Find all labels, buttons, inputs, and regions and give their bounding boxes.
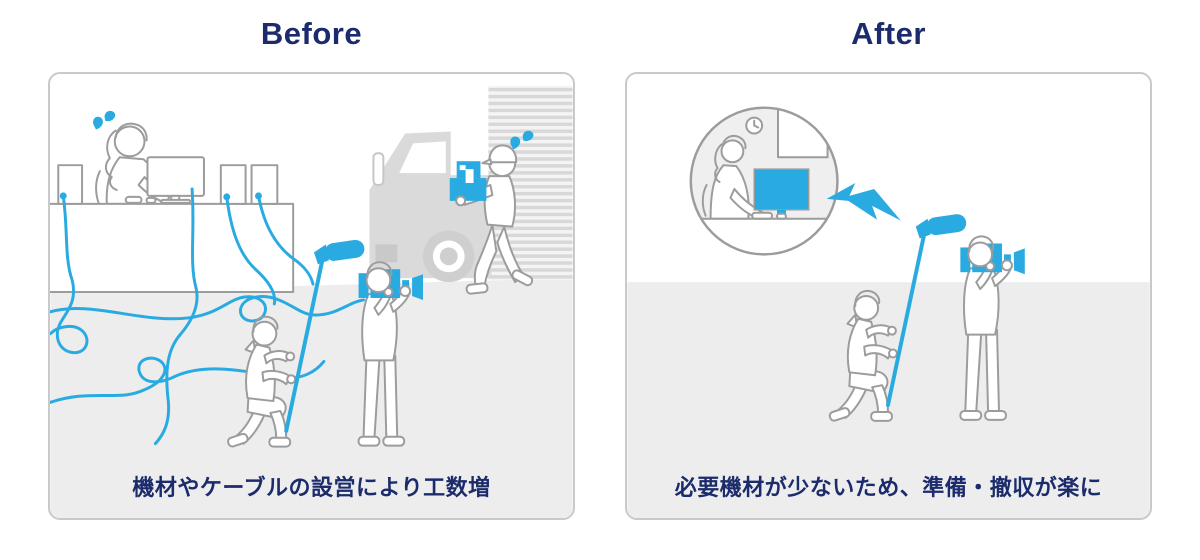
before-caption: 機材やケーブルの設営により工数増: [132, 475, 491, 500]
boom-mic-icon: [284, 239, 365, 433]
boom-operator: [227, 315, 297, 448]
remote-monitoring-circle: [689, 106, 839, 256]
speaker-box: [219, 164, 247, 205]
before-title: Before: [260, 16, 363, 51]
keyboard-icon: [124, 195, 143, 204]
truck-icon: [369, 131, 492, 283]
before-panel: 機材やケーブルの設営により工数増: [48, 72, 575, 520]
wall-clock-icon: [745, 116, 764, 135]
chair-icon: [701, 184, 708, 217]
camera-crew: [828, 214, 1025, 422]
after-title: After: [851, 16, 926, 51]
monitor-icon: [146, 156, 205, 204]
cap-icon: [488, 144, 518, 164]
camera-operator: [959, 235, 1025, 421]
monitor-icon: [753, 168, 810, 218]
after-section: After: [625, 16, 1152, 520]
camera-operator: [357, 261, 423, 447]
after-caption: 必要機材が少ないため、準備・撤収が楽に: [674, 475, 1103, 500]
hair-icon: [714, 143, 723, 184]
after-panel: 必要機材が少ないため、準備・撤収が楽に: [625, 72, 1152, 520]
control-desk: [50, 156, 295, 294]
equipment-boxes-icon: [449, 161, 487, 201]
mouse-icon: [145, 196, 157, 204]
before-illustration: [50, 85, 573, 518]
hair-icon: [104, 129, 118, 191]
before-section: Before: [48, 16, 575, 520]
after-illustration: [627, 106, 1150, 518]
sweat-drops-icon: [510, 130, 534, 150]
chair-icon: [95, 170, 101, 205]
boom-mic-icon: [886, 214, 967, 407]
boom-operator: [828, 290, 898, 422]
camera-crew: [227, 239, 423, 448]
sweat-drops-icon: [93, 110, 116, 130]
equipment-carrier: [449, 130, 534, 295]
wireless-bolt-icon: [826, 183, 901, 221]
speaker-box: [250, 164, 279, 205]
studio-floor: [50, 278, 573, 518]
